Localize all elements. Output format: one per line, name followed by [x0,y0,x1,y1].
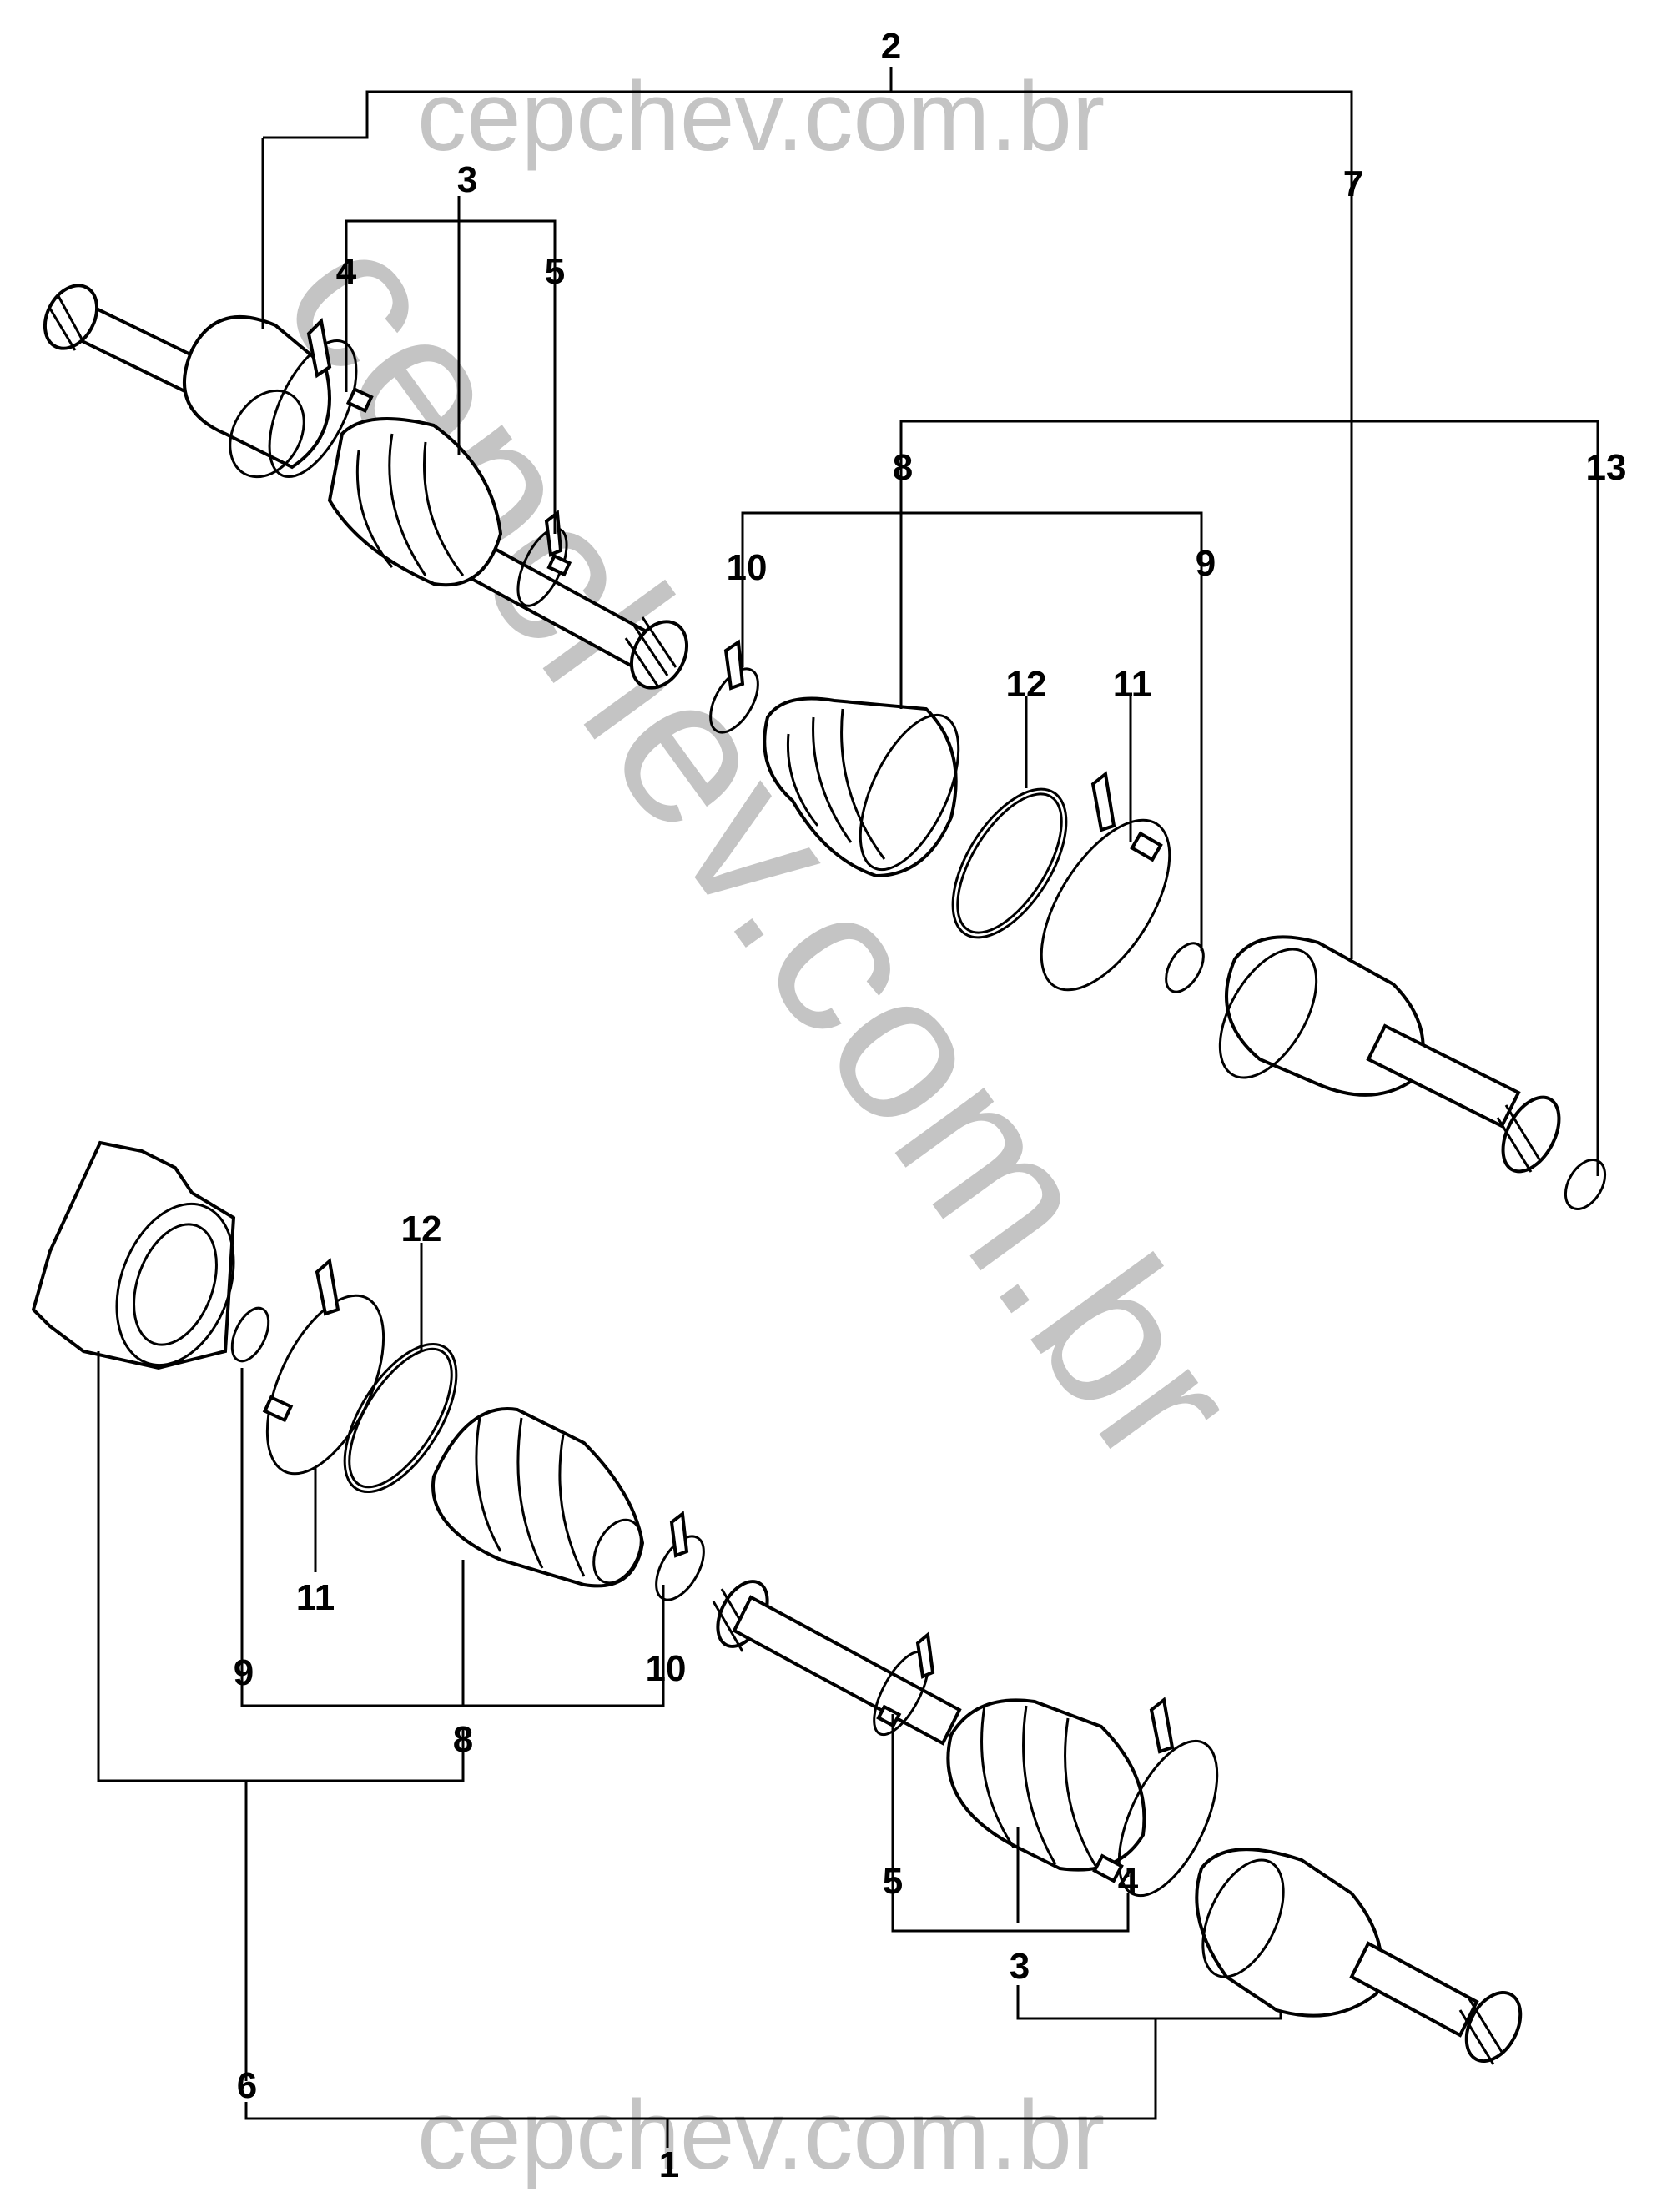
watermark-diagonal: cepchev.com.br [239,189,1284,1505]
callout-6: 6 [237,2065,257,2106]
callout-1: 1 [659,2144,679,2185]
top-inner-joint-parts [709,639,1607,1210]
callout-5-bottom: 5 [883,1861,903,1902]
callout-4-top: 4 [336,251,357,292]
callout-9-top: 9 [1196,543,1216,584]
callout-12-top: 12 [1006,664,1047,705]
watermark-bottom: cepchev.com.br [417,2080,1105,2190]
callout-labels: 2 3 4 5 7 8 13 10 9 12 11 12 11 9 10 8 5… [234,26,1627,2185]
watermark-top: cepchev.com.br [417,62,1105,172]
callout-12-bottom: 12 [401,1209,442,1249]
leader-lines [97,67,1599,2148]
callout-5-top: 5 [545,251,565,292]
callout-9-bottom: 9 [234,1652,254,1693]
callout-4-bottom: 4 [1118,1861,1139,1902]
callout-3-bottom: 3 [1010,1946,1030,1987]
bottom-axle-shaft-assembly [31,1140,1523,2065]
callout-13: 13 [1586,447,1627,488]
callout-3-top: 3 [457,159,477,200]
callout-10-bottom: 10 [646,1648,687,1689]
callout-2: 2 [881,26,901,67]
callout-11-bottom: 11 [296,1577,335,1618]
callout-8-bottom: 8 [453,1719,473,1760]
top-axle-shaft-assembly [43,284,689,690]
callout-10-top: 10 [727,547,768,588]
callout-7: 7 [1343,163,1363,204]
callout-11-top: 11 [1113,664,1152,705]
callout-8-top: 8 [893,447,913,488]
